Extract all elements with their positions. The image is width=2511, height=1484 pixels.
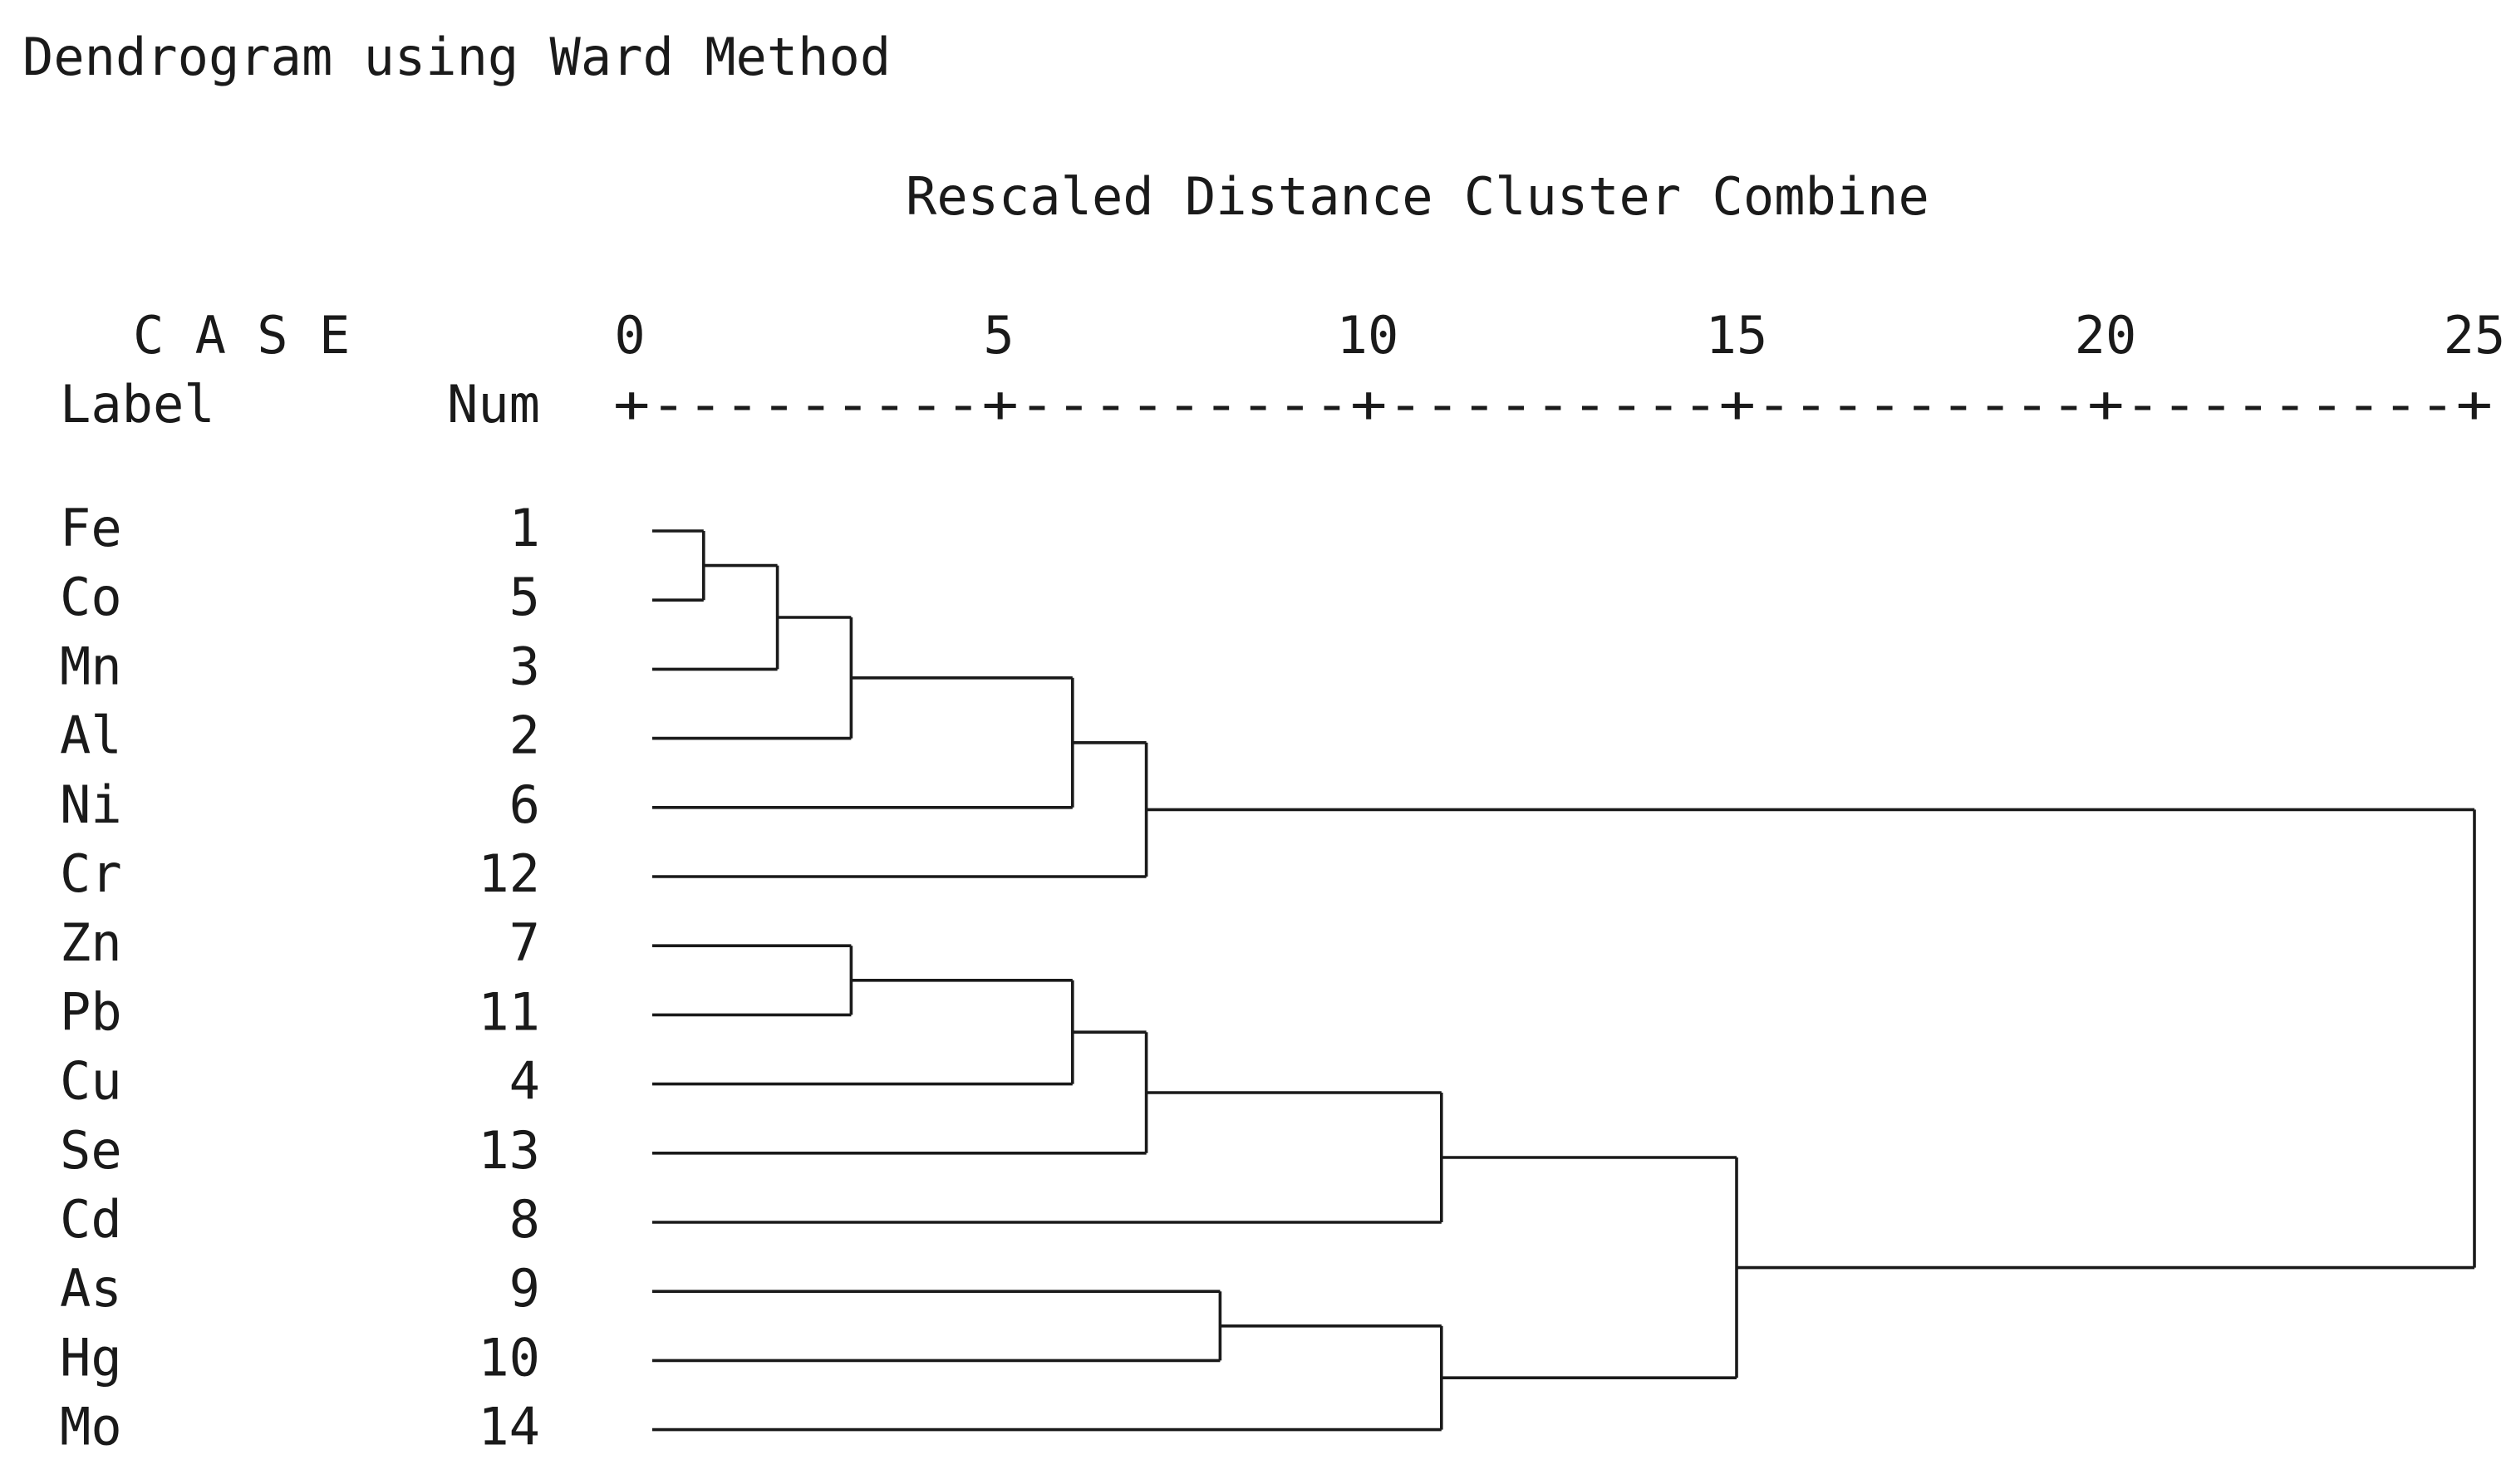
axis-rule: +---------+---------+---------+---------… (613, 374, 2493, 435)
x-tick-label: 15 (1706, 305, 1768, 366)
leaf-num: 3 (509, 636, 540, 696)
leaf-num: 14 (478, 1397, 540, 1457)
chart-title: Dendrogram using Ward Method (22, 27, 891, 87)
x-tick-label: 20 (2075, 305, 2137, 366)
leaf-label: Se (60, 1120, 122, 1181)
leaf-num: 11 (478, 981, 540, 1042)
leaf-label: Cr (60, 843, 122, 904)
leaf-label: Cd (60, 1189, 122, 1250)
axis-title: Rescaled Distance Cluster Combine (906, 166, 1929, 227)
x-tick-label: 25 (2444, 305, 2506, 366)
leaf-num: 6 (509, 774, 540, 835)
num-header: Num (447, 374, 540, 435)
leaf-num: 12 (478, 843, 540, 904)
leaf-label: As (60, 1258, 122, 1319)
leaf-label: Fe (60, 498, 122, 558)
leaf-label: Cu (60, 1051, 122, 1112)
leaf-label: Zn (60, 912, 122, 973)
leaf-num: 7 (509, 912, 540, 973)
leaf-num: 13 (478, 1120, 540, 1181)
x-tick-label: 10 (1337, 305, 1399, 366)
leaf-num: 1 (509, 498, 540, 558)
leaf-label: Co (60, 567, 122, 627)
x-tick-label: 0 (614, 305, 645, 366)
leaf-num: 5 (509, 567, 540, 627)
case-header: C A S E (133, 305, 350, 366)
leaf-label: Pb (60, 981, 122, 1042)
label-header: Label (60, 374, 215, 435)
x-tick-labels: 0 5 10 15 20 25 (614, 305, 2505, 366)
leaf-num: 4 (509, 1051, 540, 1112)
leaf-label: Mn (60, 636, 122, 696)
leaf-num: 2 (509, 705, 540, 766)
x-tick-label: 5 (983, 305, 1014, 366)
leaf-label: Mo (60, 1397, 122, 1457)
leaf-label: Ni (60, 774, 122, 835)
leaf-num: 9 (509, 1258, 540, 1319)
leaf-num: 10 (478, 1327, 540, 1388)
leaf-num: 8 (509, 1189, 540, 1250)
dendrogram-branches (652, 529, 2476, 1432)
leaf-label: Hg (60, 1327, 122, 1388)
leaf-label: Al (60, 705, 122, 766)
